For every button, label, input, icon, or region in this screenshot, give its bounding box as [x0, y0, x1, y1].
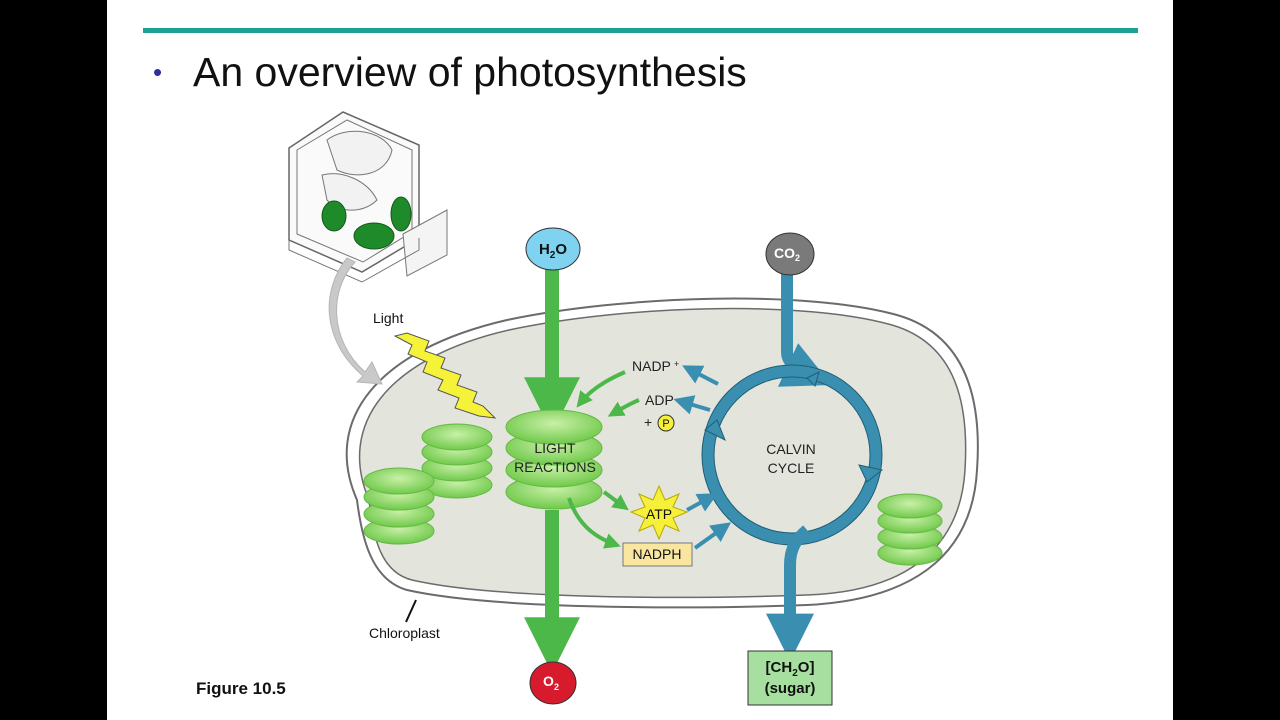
plant-cell-icon	[288, 111, 448, 283]
calvin-to-nadp-arrow	[682, 365, 719, 386]
h2o-node	[525, 227, 581, 271]
sugar-label-2: (sugar)	[765, 680, 816, 697]
light-reactions-label-1: LIGHT	[534, 440, 576, 456]
atp-burst-icon	[629, 484, 689, 541]
light-bolt-icon	[393, 332, 497, 419]
light-label: Light	[373, 310, 403, 326]
slide-title: An overview of photosynthesis	[193, 49, 747, 95]
sugar-outflow-arrow	[766, 525, 814, 662]
light-reactions-thylakoid	[505, 409, 603, 510]
light-reactions-label-2: REACTIONS	[514, 459, 596, 475]
h2o-label: H2O	[539, 241, 567, 261]
calvin-arrowhead-right	[858, 464, 884, 483]
o2-node	[529, 661, 577, 705]
nadp-to-light-arrow	[576, 370, 626, 408]
calvin-arrowhead-left	[704, 419, 726, 442]
co2-node	[765, 232, 815, 276]
thylakoid-stack-left-front	[363, 467, 435, 545]
adp-to-light-arrow	[607, 398, 640, 417]
atp-to-calvin-arrow	[686, 493, 718, 512]
nadp-label: NADP+	[632, 358, 679, 374]
thylakoid-stack-right	[877, 493, 943, 566]
title-bullet: •	[153, 57, 163, 87]
calvin-cycle-label-1: CALVIN	[766, 441, 816, 457]
title-accent-bar	[143, 28, 1138, 33]
photosynthesis-diagram: Chloroplast Light	[288, 111, 979, 706]
sugar-box	[747, 650, 833, 706]
nadph-label: NADPH	[632, 546, 681, 562]
phosphate-circle-icon	[657, 414, 675, 432]
slide: • An overview of photosynthesis Chloro	[107, 0, 1173, 720]
zoom-arrow	[328, 257, 383, 385]
thylakoid-stack-left-back	[421, 423, 493, 499]
calvin-to-adp-arrow	[673, 395, 711, 415]
phosphate-label: P	[662, 418, 669, 430]
nadph-to-calvin-arrow	[693, 522, 732, 550]
co2-label: CO2	[774, 245, 800, 263]
calvin-arrowhead-top	[806, 371, 820, 387]
nadph-box	[622, 542, 693, 567]
chloroplast-label: Chloroplast	[369, 625, 440, 641]
calvin-cycle-label-2: CYCLE	[768, 460, 815, 476]
atp-label: ATP	[646, 506, 672, 522]
light-to-nadph-arrow	[567, 497, 621, 549]
sugar-label-1: [CH2O]	[766, 659, 815, 679]
light-to-atp-arrow	[602, 490, 629, 511]
adp-label: ADP	[645, 392, 674, 408]
chloroplast-pointer-line	[405, 599, 417, 623]
plus-label: +	[644, 414, 652, 430]
o2-label: O2	[543, 673, 559, 692]
figure-label: Figure 10.5	[196, 679, 286, 698]
